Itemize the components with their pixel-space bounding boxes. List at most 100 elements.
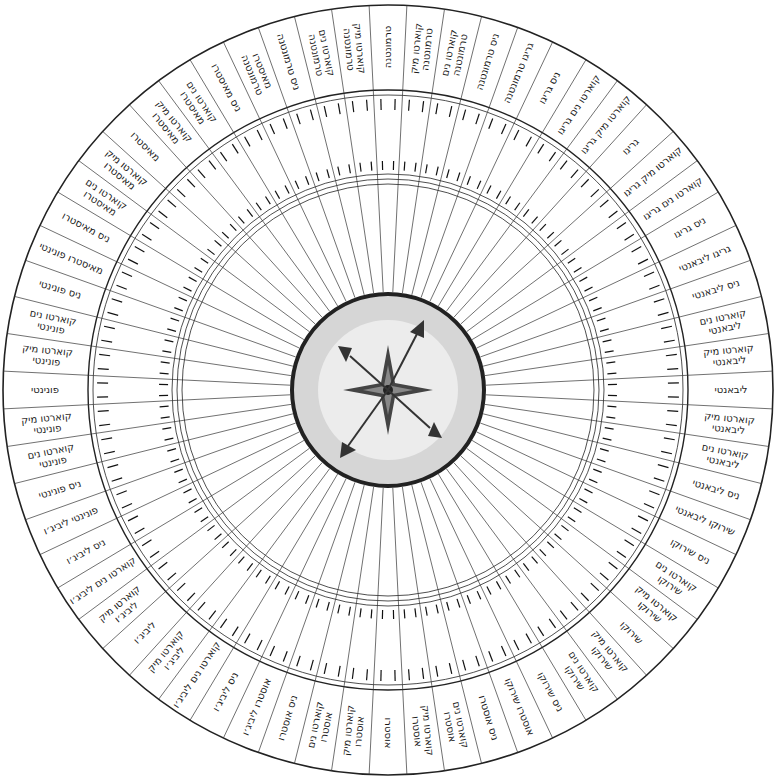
tick-mark [664, 438, 675, 440]
tick-mark [644, 272, 654, 276]
tick-mark [632, 247, 642, 252]
tick-mark [404, 162, 406, 171]
tick-mark [297, 114, 300, 124]
rhumb-line [3, 395, 290, 409]
tick-mark [112, 299, 122, 302]
tick-mark [426, 164, 428, 173]
tick-mark [160, 406, 169, 408]
tick-mark [209, 161, 216, 170]
tick-mark [560, 611, 567, 620]
rhumb-line [402, 487, 444, 771]
tick-mark [591, 583, 599, 591]
tick-mark [607, 406, 616, 408]
tick-mark [360, 163, 361, 172]
tick-mark [161, 362, 170, 363]
tick-mark [476, 656, 479, 666]
tick-mark [159, 384, 168, 385]
tick-mark [408, 669, 410, 680]
tick-mark [415, 608, 416, 617]
tick-mark [526, 137, 531, 147]
tick-mark [338, 103, 340, 114]
tick-mark [436, 167, 438, 176]
tick-mark [547, 542, 554, 548]
wind-label: אוסטרו שירוקו [499, 669, 539, 745]
tick-mark [167, 449, 176, 451]
wind-label: קוארטו נים פונינטי [11, 305, 92, 341]
tick-mark [310, 660, 313, 671]
tick-mark [177, 189, 185, 197]
rhumb-line [190, 60, 338, 306]
tick-mark [393, 161, 394, 170]
wind-label: קוארטו מיק טרמונטנה [407, 9, 436, 89]
tick-mark [549, 152, 555, 161]
tick-mark [496, 581, 500, 589]
tick-mark [99, 424, 110, 425]
rhumb-line [477, 225, 736, 348]
tick-mark [585, 287, 593, 291]
tick-mark [165, 438, 174, 440]
tick-mark [617, 551, 626, 557]
tick-mark [667, 368, 678, 370]
tick-mark [338, 605, 340, 614]
wind-label: קוארטו נים טרמונטנה [437, 13, 473, 94]
tick-mark [306, 176, 309, 184]
rhumb-line [486, 371, 773, 385]
wind-label: ניס אוסטרו [272, 679, 305, 757]
rhumb-line [486, 395, 773, 409]
tick-mark [568, 517, 575, 522]
rhumb-line [159, 469, 330, 700]
tick-mark [593, 308, 601, 311]
tick-mark [324, 106, 326, 117]
wind-label: קוארטו מיק ליבאנטי [690, 342, 770, 371]
tick-mark [597, 318, 606, 321]
rhumb-line [79, 161, 310, 332]
compass-medallion [292, 294, 484, 486]
tick-mark [603, 438, 612, 440]
rhumb-line [7, 404, 291, 446]
tick-mark [171, 318, 180, 321]
rhumb-line [258, 482, 355, 752]
rhumb-line [159, 81, 330, 312]
tick-mark [606, 362, 615, 363]
tick-mark [523, 563, 529, 570]
tick-mark [179, 297, 187, 301]
tick-mark [589, 479, 597, 483]
rhumb-line [393, 5, 407, 292]
tick-mark [561, 249, 568, 255]
tick-mark [270, 646, 274, 656]
tick-mark [159, 562, 168, 569]
tick-mark [457, 173, 460, 182]
tick-mark [608, 384, 617, 385]
tick-mark [167, 329, 176, 331]
wind-label: קוארטו נים טרמונטנה [303, 13, 339, 94]
rhumb-lines [3, 5, 772, 774]
rhumb-line [446, 469, 617, 700]
tick-mark [162, 351, 171, 353]
tick-mark [382, 610, 383, 619]
tick-mark [198, 602, 205, 610]
tick-mark [238, 217, 244, 224]
tick-mark [394, 99, 395, 110]
tick-mark [295, 591, 299, 599]
tick-mark [568, 258, 575, 263]
tick-mark [283, 119, 287, 129]
wind-label: ליבאנטי [692, 385, 770, 396]
tick-mark [101, 438, 112, 440]
tick-mark [581, 593, 589, 601]
tick-mark [135, 528, 145, 533]
tick-mark [183, 489, 191, 493]
tick-mark [187, 179, 195, 187]
tick-mark [561, 525, 568, 531]
wind-label: ניס ליביג׳ו [203, 656, 249, 730]
tick-mark [574, 508, 582, 513]
rhumb-line [477, 432, 736, 555]
rhumb-line [430, 479, 553, 738]
wind-label: קוארטו נים ליבאנטי [684, 439, 765, 475]
tick-mark [98, 368, 109, 370]
tick-mark [195, 267, 203, 272]
tick-mark [449, 106, 451, 117]
rhumb-line [103, 456, 316, 649]
tick-mark [230, 549, 236, 556]
tick-mark [201, 517, 208, 522]
